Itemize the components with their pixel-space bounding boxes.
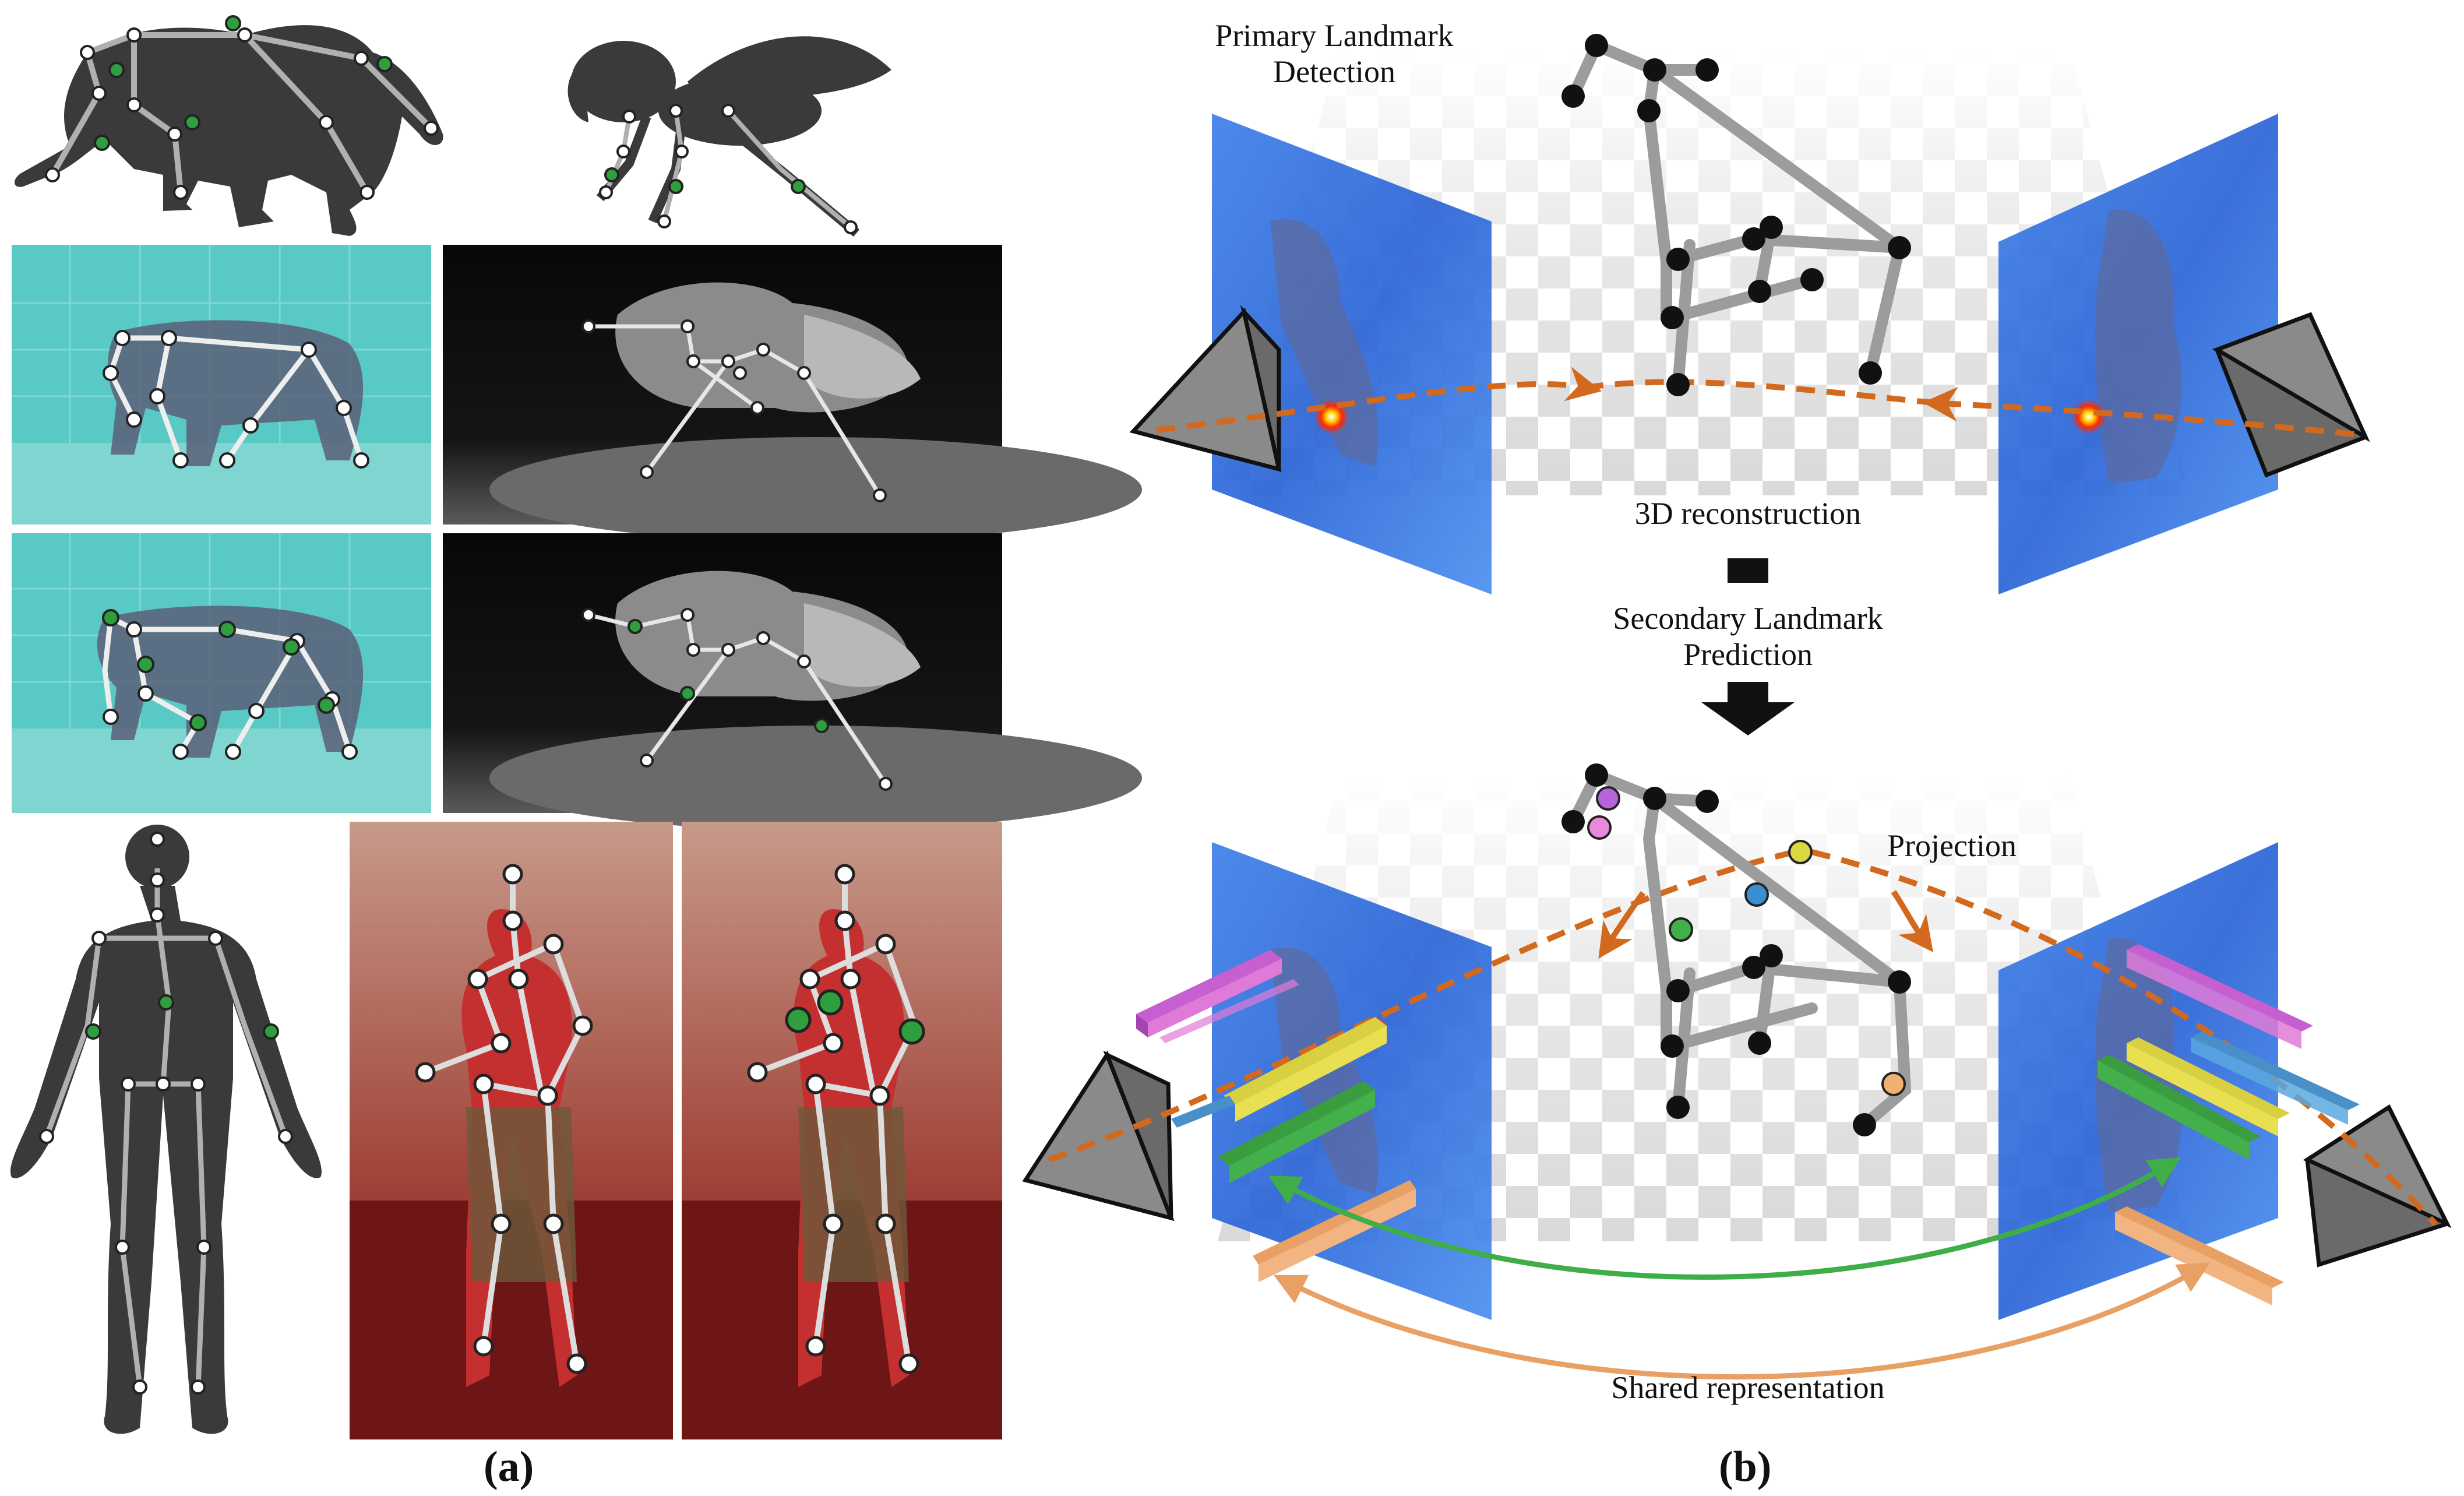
flow-arrows <box>1701 558 1795 735</box>
human-image-secondary <box>682 822 1002 1439</box>
human-silhouette <box>10 825 322 1434</box>
panel-a-label: (a) <box>484 1443 534 1491</box>
skeleton-3d-bottom <box>1561 763 1912 1136</box>
shared-representation-label: Shared representation <box>1611 1370 1885 1405</box>
panel-a <box>10 15 1142 1439</box>
fly-image-secondary <box>443 533 1142 830</box>
monkey-silhouette <box>15 15 443 236</box>
projection-rays <box>1048 849 2438 1226</box>
primary-landmark-detection-label: Primary Landmark Detection <box>1215 18 1454 89</box>
secondary-landmark-prediction-label: Secondary Landmark Prediction <box>1613 601 1883 672</box>
panel-b-label: (b) <box>1719 1443 1772 1491</box>
skeleton-3d-top <box>1561 34 1911 396</box>
feature-bars-left <box>1136 950 1416 1282</box>
shared-representation-arrows <box>1268 1157 2211 1380</box>
human-image-primary <box>350 822 673 1439</box>
fly-image-primary <box>443 245 1142 542</box>
camera-view-right-top <box>1998 114 2278 594</box>
camera-frustum-left-bottom <box>1022 1050 1175 1222</box>
feature-bars-right <box>2098 944 2360 1305</box>
monkey-image-secondary <box>12 533 431 813</box>
reconstruction-label: 3D reconstruction <box>1634 496 1862 531</box>
camera-frustum-right-bottom <box>2303 1104 2452 1268</box>
camera-frustum-left-top <box>1129 305 1282 472</box>
fly-silhouette <box>567 36 891 237</box>
monkey-image-primary <box>12 245 431 525</box>
panel-b <box>1022 34 2452 1380</box>
camera-frustum-right-top <box>2212 312 2370 478</box>
projection-label: Projection <box>1887 828 2017 863</box>
ray-arrows-top <box>1156 367 2354 437</box>
